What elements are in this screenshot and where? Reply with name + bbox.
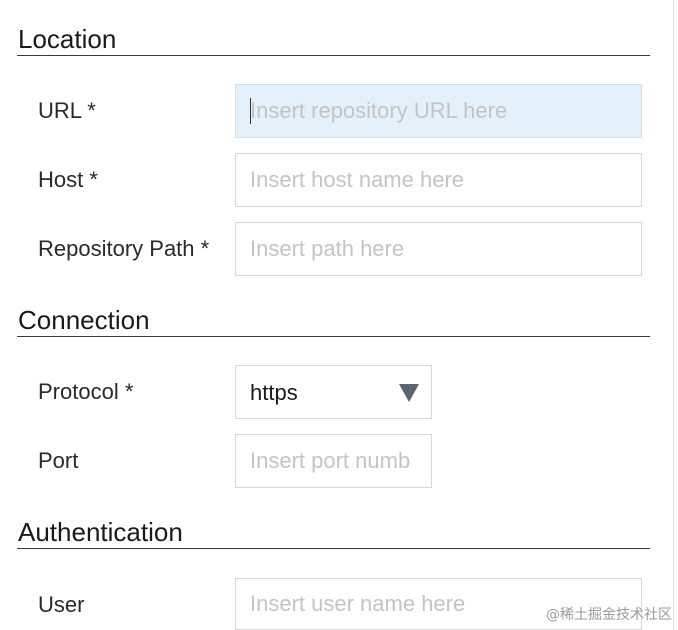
triangle-down-icon[interactable] [399, 384, 419, 402]
repository-path-label: Repository Path * [38, 236, 210, 261]
text-caret [250, 98, 251, 124]
section-title-location: Location [18, 24, 117, 54]
protocol-label: Protocol * [38, 379, 134, 404]
section-divider-connection [17, 336, 650, 337]
repository-path-input[interactable] [235, 222, 642, 276]
protocol-selected-value: https [250, 380, 298, 405]
user-input[interactable] [235, 578, 642, 630]
watermark: @稀土掘金技术社区 [546, 607, 672, 623]
protocol-select[interactable]: https [235, 365, 432, 419]
section-title-authentication: Authentication [18, 517, 183, 547]
host-input[interactable] [235, 153, 642, 207]
url-label: URL * [38, 98, 96, 123]
port-input[interactable] [235, 434, 432, 488]
port-label: Port [38, 448, 79, 473]
window-edge [673, 0, 674, 630]
user-label: User [38, 592, 85, 617]
host-label: Host * [38, 167, 98, 192]
url-input[interactable] [235, 84, 642, 138]
section-title-connection: Connection [18, 305, 150, 335]
section-divider-location [17, 55, 650, 56]
section-divider-authentication [17, 548, 650, 549]
